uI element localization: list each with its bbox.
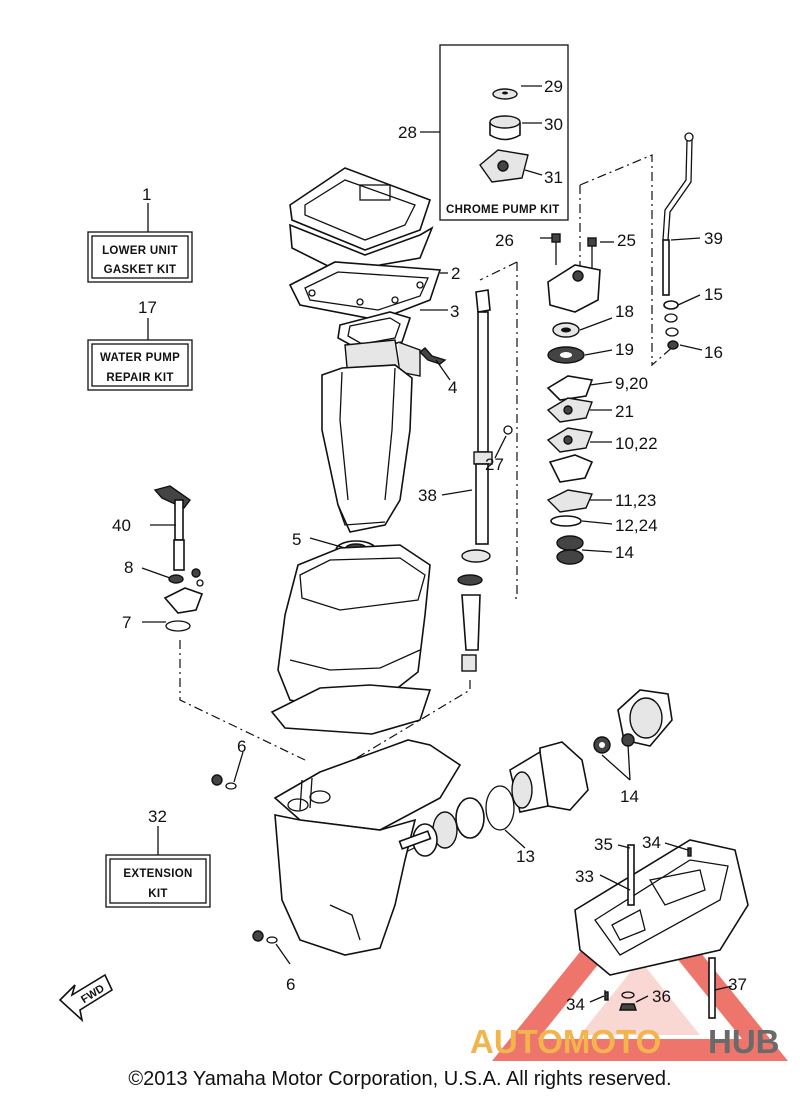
callout-labels: 1 2 3 4 5 6 6 7 8 9,20 10,22 11,23 12,24… bbox=[112, 77, 747, 1014]
callout-30: 30 bbox=[544, 115, 563, 134]
driveshaft-part-38 bbox=[457, 289, 513, 672]
callout-11-23: 11,23 bbox=[615, 491, 656, 510]
gear-case bbox=[273, 739, 462, 956]
callout-8: 8 bbox=[124, 558, 133, 577]
callout-13: 13 bbox=[516, 847, 535, 866]
callout-25: 25 bbox=[617, 231, 636, 250]
callout-28: 28 bbox=[398, 123, 417, 142]
leader-lines bbox=[141, 131, 733, 1003]
callout-9-20: 9,20 bbox=[615, 374, 648, 393]
callout-4: 4 bbox=[448, 378, 457, 397]
shift-rod-part-40 bbox=[153, 485, 204, 632]
extension-piece-part-33 bbox=[574, 839, 749, 1019]
watermark-triangle-logo bbox=[491, 877, 789, 1061]
callout-31: 31 bbox=[544, 168, 563, 187]
callout-33: 33 bbox=[575, 867, 594, 886]
callout-34-lower: 34 bbox=[566, 995, 585, 1014]
lower-unit-gasket-kit-box: LOWER UNIT GASKET KIT bbox=[87, 203, 193, 283]
callout-3: 3 bbox=[450, 302, 459, 321]
callout-35: 35 bbox=[594, 835, 613, 854]
callout-18: 18 bbox=[615, 302, 634, 321]
chrome-pump-kit-label: CHROME PUMP KIT bbox=[446, 204, 560, 216]
callout-36: 36 bbox=[652, 987, 671, 1006]
callout-39: 39 bbox=[704, 229, 723, 248]
callout-19: 19 bbox=[615, 340, 634, 359]
callout-14-upper: 14 bbox=[615, 543, 634, 562]
callout-37: 37 bbox=[728, 975, 747, 994]
callout-21: 21 bbox=[615, 402, 634, 421]
callout-6-upper: 6 bbox=[237, 737, 246, 756]
gasket-kit-line1: LOWER UNIT bbox=[102, 245, 178, 257]
callout-14-lower: 14 bbox=[620, 787, 639, 806]
callout-32: 32 bbox=[148, 807, 167, 826]
extension-kit-box: EXTENSION KIT bbox=[105, 826, 211, 908]
screws-part-6 bbox=[211, 751, 291, 965]
extension-casing bbox=[270, 544, 432, 735]
water-kit-line2: REPAIR KIT bbox=[106, 372, 173, 384]
callout-5: 5 bbox=[292, 530, 301, 549]
callout-26: 26 bbox=[495, 231, 514, 250]
gasket-kit-line2: GASKET KIT bbox=[104, 264, 177, 276]
assembly-guide-lines bbox=[179, 154, 676, 1000]
copyright-notice: ©2013 Yamaha Motor Corporation, U.S.A. A… bbox=[128, 1068, 672, 1090]
callout-38: 38 bbox=[418, 486, 437, 505]
callout-1: 1 bbox=[142, 185, 151, 204]
callout-40: 40 bbox=[112, 516, 131, 535]
water-pump-stack bbox=[546, 233, 601, 565]
callout-2: 2 bbox=[451, 264, 460, 283]
watermark-text-hub: HUB bbox=[708, 1023, 780, 1060]
callout-34-upper: 34 bbox=[642, 833, 661, 852]
callout-6-lower: 6 bbox=[286, 975, 295, 994]
callout-7: 7 bbox=[122, 613, 131, 632]
upper-casing-assembly bbox=[288, 167, 447, 533]
callout-17: 17 bbox=[138, 298, 157, 317]
shift-rod-part-39 bbox=[662, 132, 694, 350]
water-pump-repair-kit-box: WATER PUMP REPAIR KIT bbox=[87, 318, 193, 391]
callout-10-22: 10,22 bbox=[615, 434, 658, 453]
callout-27: 27 bbox=[485, 455, 504, 474]
automotohub-watermark: AUTOMOTO HUB bbox=[470, 1023, 780, 1060]
callout-12-24: 12,24 bbox=[615, 516, 658, 535]
watermark-text-automoto: AUTOMOTO bbox=[470, 1023, 661, 1060]
callout-16: 16 bbox=[704, 343, 723, 362]
fwd-arrow: FWD bbox=[58, 973, 114, 1023]
extension-kit-line1: EXTENSION bbox=[123, 868, 192, 880]
callout-15: 15 bbox=[704, 285, 723, 304]
water-kit-line1: WATER PUMP bbox=[100, 352, 180, 364]
callout-29: 29 bbox=[544, 77, 563, 96]
propeller-shaft-housing bbox=[398, 689, 673, 857]
extension-kit-line2: KIT bbox=[148, 888, 167, 900]
chrome-pump-kit-box: CHROME PUMP KIT bbox=[439, 44, 569, 221]
